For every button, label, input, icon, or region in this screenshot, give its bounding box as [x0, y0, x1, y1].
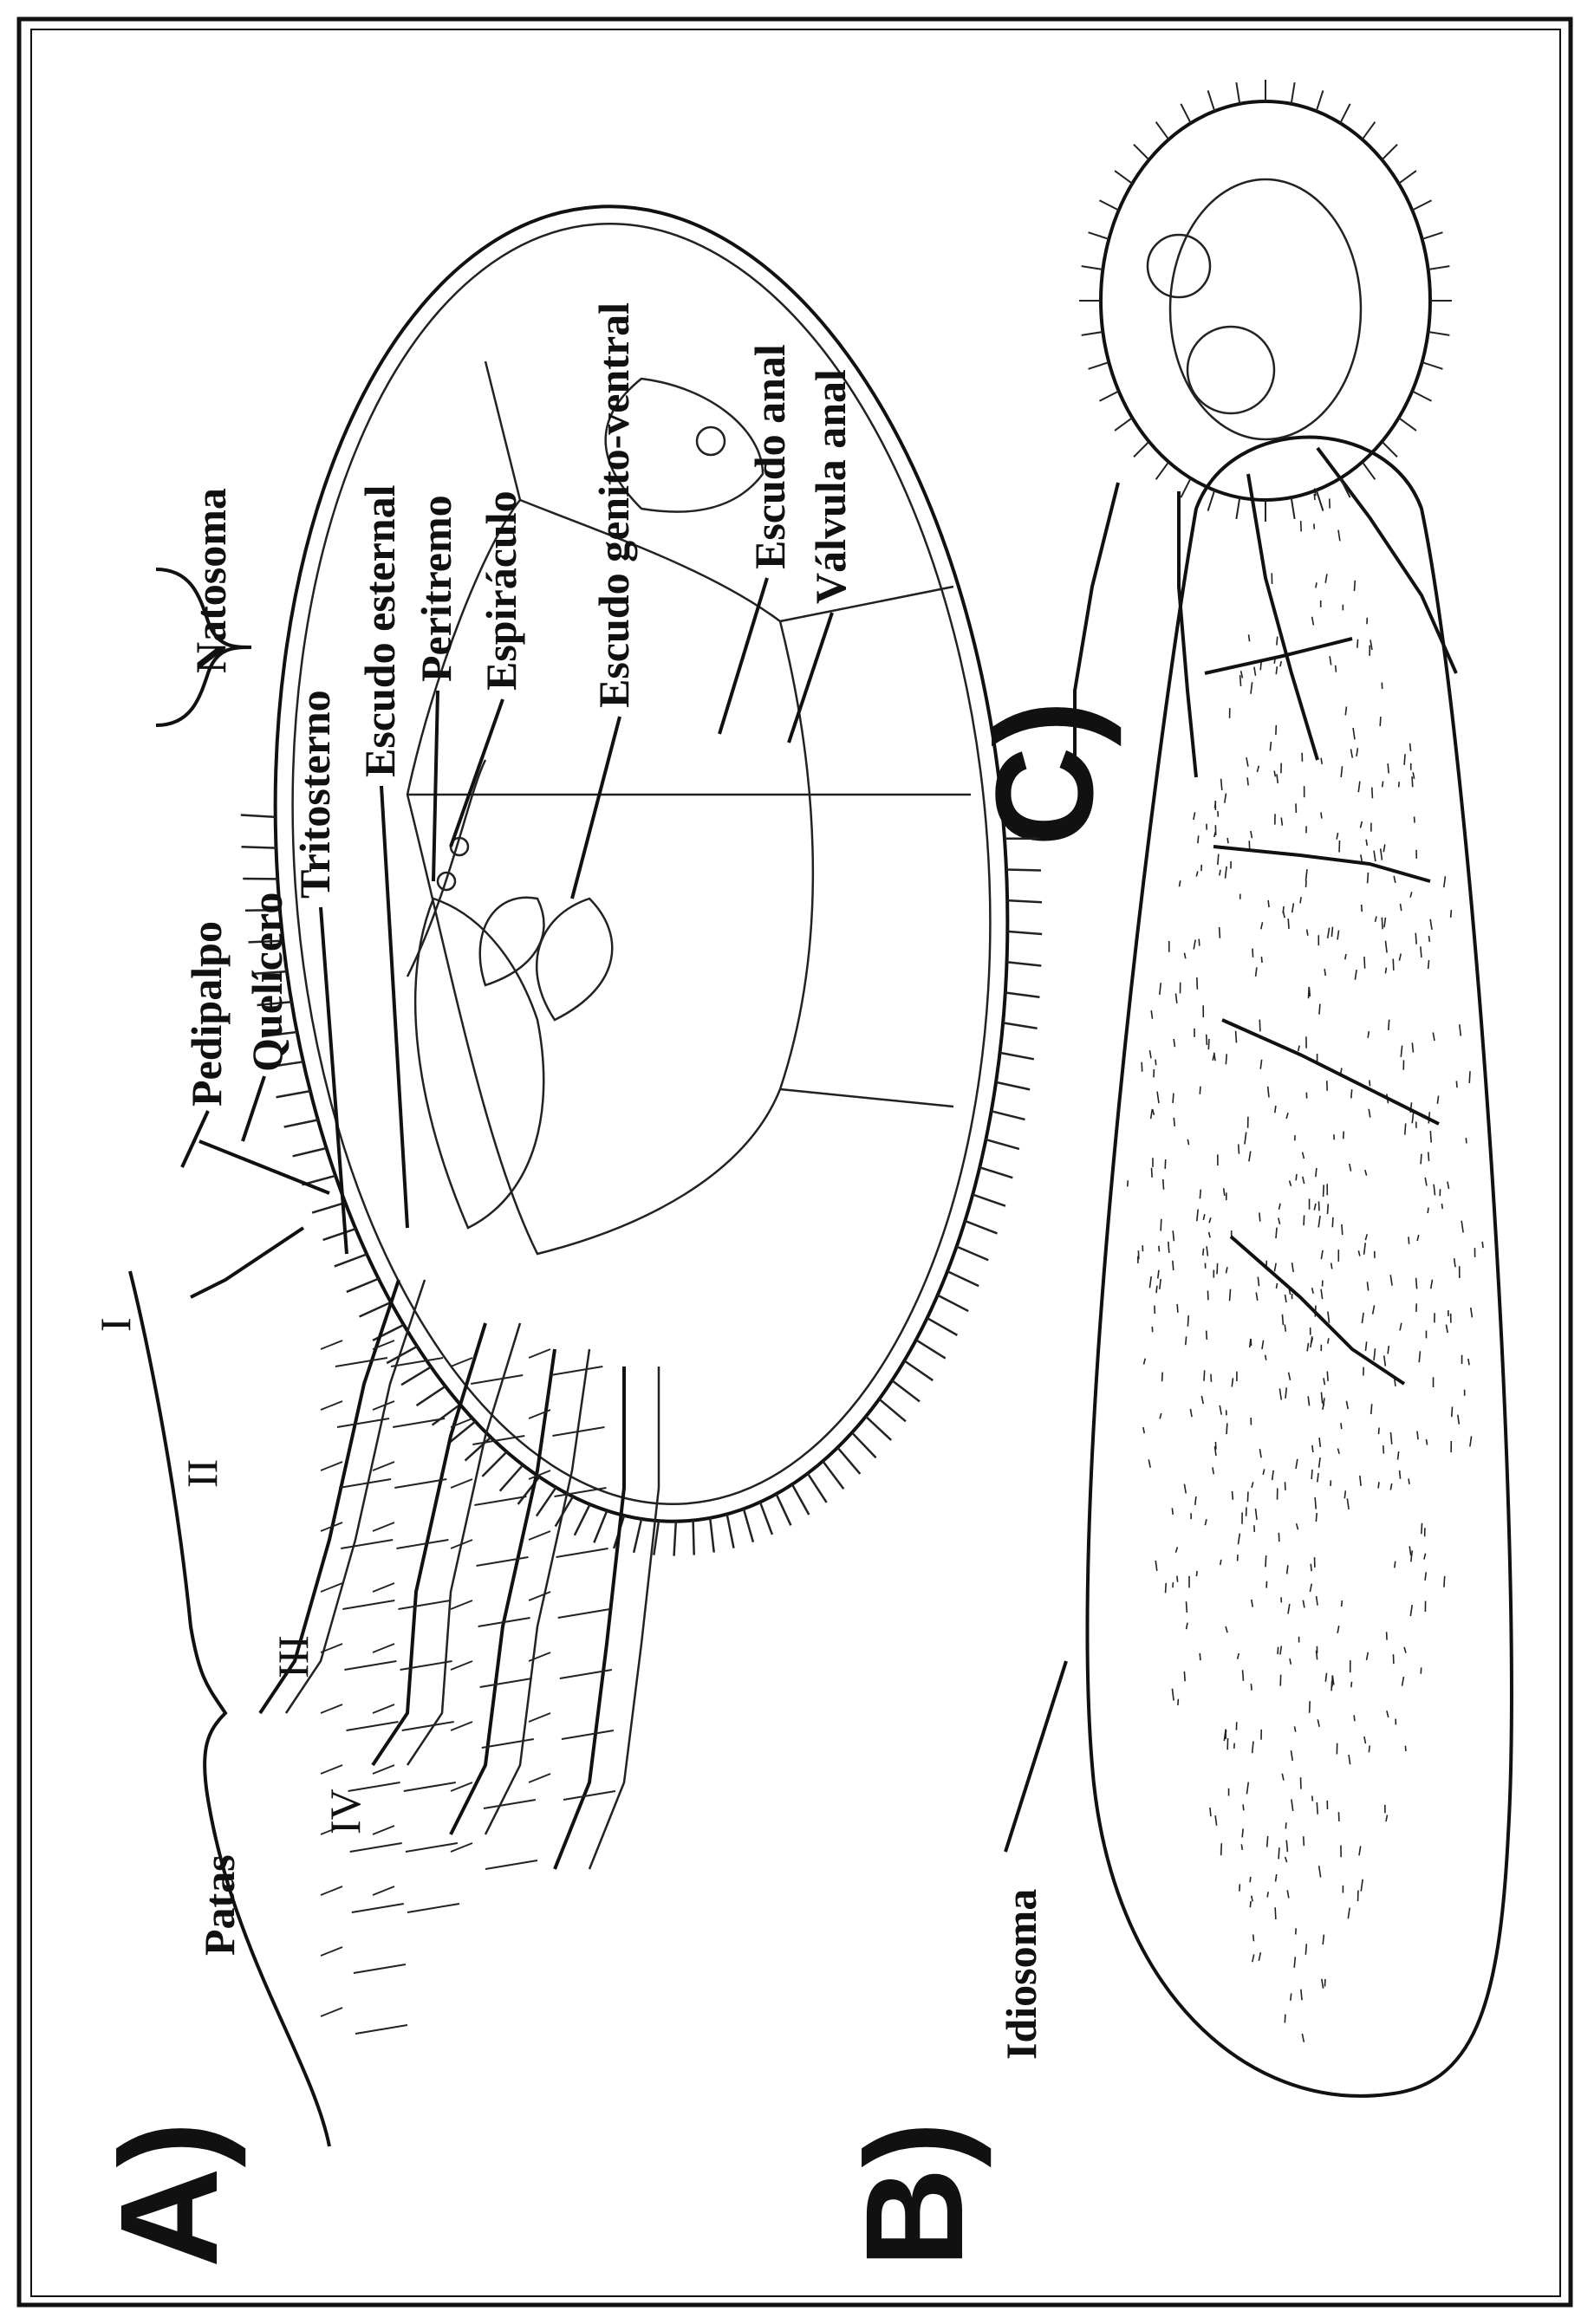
label-escudo-anal: Escudo anal [745, 344, 794, 569]
leg-segment-marks [321, 1341, 615, 2034]
mite-a-legs [191, 1141, 659, 2034]
label-escudo-genito-ventral: Escudo genito-ventral [589, 302, 638, 708]
mite-c [1075, 80, 1456, 777]
label-peritremo: Peritremo [412, 495, 460, 682]
leader-valvula-anal [789, 613, 832, 743]
leader-escudo-esternal [381, 786, 407, 1228]
patas-brace [130, 1271, 329, 2146]
idiosoma-bristles [241, 815, 1042, 1555]
leader-peritremo [433, 691, 438, 881]
leader-espiraculo [451, 699, 503, 847]
leader-escudo-genito-ventral [572, 717, 620, 899]
mite-b-body [1087, 438, 1511, 2096]
label-tritosterno: Tritosterno [290, 690, 339, 899]
leg-label-4: IV [321, 1788, 369, 1834]
panel-letter-b: B) [836, 2121, 992, 2268]
leader-quelicero [243, 1076, 264, 1141]
mite-a-body [232, 182, 1051, 1556]
leg-label-1: I [91, 1317, 140, 1332]
leg-label-3: III [269, 1635, 317, 1678]
label-idiosoma: Idiosoma [997, 1889, 1045, 2060]
leader-escudo-anal [719, 578, 767, 734]
leader-pedipalpo [182, 1111, 208, 1167]
leg-label-2: II [178, 1459, 226, 1488]
label-valvula-anal: Válvula anal [806, 369, 855, 604]
rotated-figure: A) B) C) [91, 80, 1512, 2268]
inner-frame [31, 29, 1560, 2296]
panel-letter-a: A) [91, 2121, 246, 2268]
label-escudo-esternal: Escudo esternal [355, 484, 404, 777]
label-pedipalpo: Pedipalpo [182, 921, 231, 1107]
mite-c-bristles [1079, 80, 1452, 522]
leader-idiosoma [1005, 1661, 1066, 1852]
label-quelicero: Quelícero [243, 893, 291, 1072]
label-espiraculo: Espiráculo [477, 490, 525, 691]
